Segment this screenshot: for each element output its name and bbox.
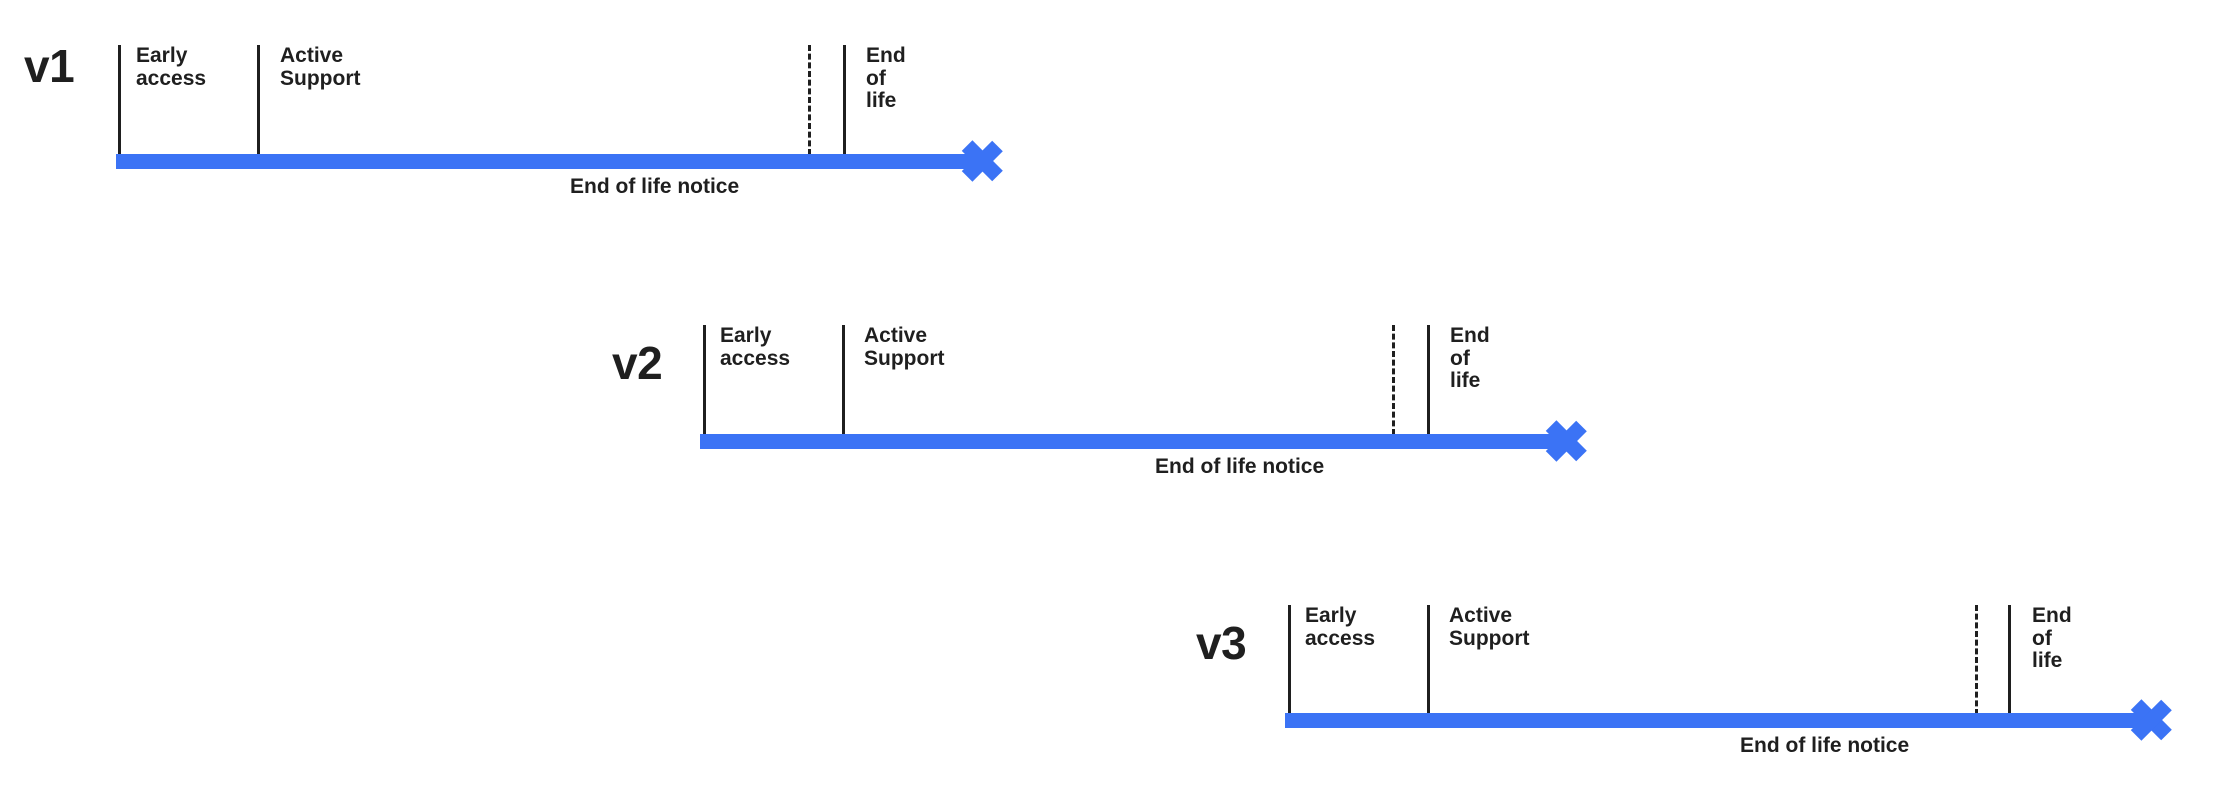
phase-divider-start-v2 [703,325,706,435]
phase-label-early-access-v2: Early access [720,324,791,370]
version-label-v2: v2 [612,337,663,389]
timeline-arrow-shaft-v2 [700,434,1568,449]
phase-divider-end-of-life-v3 [2008,605,2011,715]
end-of-life-notice-marker-v1 [808,45,811,155]
phase-label-active-support-v2: Active Support [864,324,945,370]
phase-label-early-access-v1: Early access [136,44,207,90]
timeline-arrow-head-v3 [2130,692,2195,748]
end-of-life-notice-label-v1: End of life notice [570,175,740,198]
phase-divider-active-support-v2 [842,325,845,435]
phase-divider-end-of-life-v2 [1427,325,1430,435]
timeline-arrow-shaft-v3 [1285,713,2153,728]
phase-divider-start-v3 [1288,605,1291,715]
phase-divider-start-v1 [118,45,121,155]
end-of-life-notice-marker-v3 [1975,605,1978,715]
timeline-arrow-head-v1 [961,133,1026,189]
end-of-life-notice-label-v2: End of life notice [1155,455,1325,478]
end-of-life-notice-label-v3: End of life notice [1740,734,1910,757]
phase-label-active-support-v1: Active Support [280,44,361,90]
phase-label-early-access-v3: Early access [1305,604,1376,650]
phase-divider-active-support-v3 [1427,605,1430,715]
phase-divider-active-support-v1 [257,45,260,155]
phase-label-end-of-life-v1: End of life [866,44,906,113]
phase-divider-end-of-life-v1 [843,45,846,155]
version-label-v1: v1 [24,40,75,92]
timeline-arrow-head-v2 [1545,413,1610,469]
version-label-v3: v3 [1196,617,1247,669]
phase-label-end-of-life-v3: End of life [2032,604,2072,673]
end-of-life-notice-marker-v2 [1392,325,1395,435]
phase-label-end-of-life-v2: End of life [1450,324,1490,393]
phase-label-active-support-v3: Active Support [1449,604,1530,650]
timeline-arrow-shaft-v1 [116,154,984,169]
